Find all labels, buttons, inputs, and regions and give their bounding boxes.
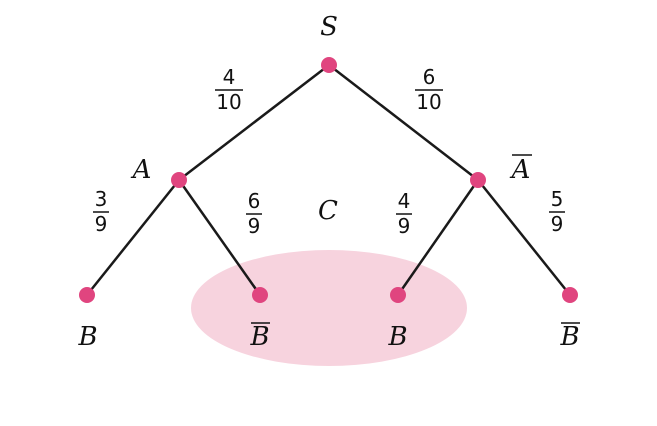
edge-not-a-not-b <box>477 179 571 296</box>
prob-not-a-b: 4 9 <box>396 189 412 238</box>
prob-a-not-b-denominator: 9 <box>248 214 261 238</box>
prob-a-b-numerator: 3 <box>95 187 108 211</box>
label-b-right: B <box>387 322 407 352</box>
tree-edges <box>86 64 571 296</box>
edge-a-b <box>86 179 180 296</box>
node-b-left <box>79 287 95 303</box>
prob-not-a-not-b-numerator: 5 <box>551 187 564 211</box>
prob-a-not-b: 6 9 <box>246 189 262 238</box>
prob-a-b-denominator: 9 <box>95 212 108 236</box>
label-a: A <box>131 155 152 185</box>
label-not-b-right: B <box>559 322 579 352</box>
node-root <box>321 57 337 73</box>
label-b-left: B <box>77 322 97 352</box>
prob-root-a-denominator: 10 <box>216 90 241 114</box>
prob-root-not-a-numerator: 6 <box>423 65 436 89</box>
prob-not-a-not-b: 5 9 <box>549 187 565 236</box>
prob-root-not-a: 6 10 <box>415 65 443 114</box>
prob-not-a-b-numerator: 4 <box>398 189 411 213</box>
prob-root-a: 4 10 <box>215 65 243 114</box>
prob-a-not-b-numerator: 6 <box>248 189 261 213</box>
node-not-a <box>470 172 486 188</box>
edge-not-a-b <box>396 179 480 296</box>
prob-root-a-numerator: 4 <box>223 65 236 89</box>
tree-nodes <box>79 57 578 303</box>
edge-root-not-a <box>328 64 479 181</box>
node-a <box>171 172 187 188</box>
prob-not-a-b-denominator: 9 <box>398 214 411 238</box>
region-c-label: C <box>318 196 338 226</box>
prob-root-not-a-denominator: 10 <box>416 90 441 114</box>
label-root: S <box>320 12 338 42</box>
label-not-a: A <box>510 155 531 185</box>
edge-root-a <box>178 64 330 181</box>
node-b-right <box>390 287 406 303</box>
node-not-b-left <box>252 287 268 303</box>
prob-not-a-not-b-denominator: 9 <box>551 212 564 236</box>
node-labels: S A A B B B B <box>77 12 580 352</box>
region-c-highlight <box>191 250 467 366</box>
prob-a-b: 3 9 <box>93 187 109 236</box>
node-not-b-right <box>562 287 578 303</box>
edge-a-not-b <box>177 179 262 296</box>
label-not-b-left: B <box>249 322 269 352</box>
